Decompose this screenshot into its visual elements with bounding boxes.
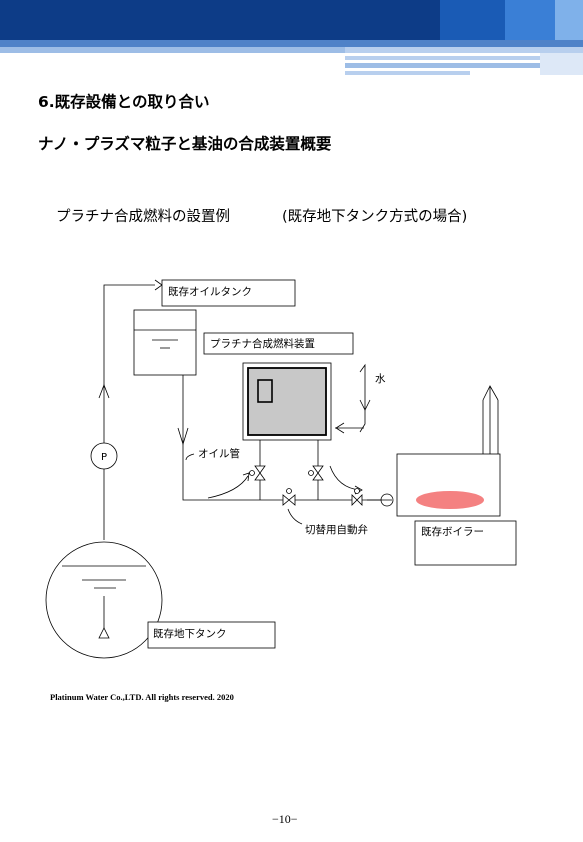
oil-tank-label: 既存オイルタンク <box>168 285 252 298</box>
oil-pipe-label: オイル管 <box>198 447 240 460</box>
copyright-text: Platinum Water Co.,LTD. All rights reser… <box>50 692 234 702</box>
burner-flame <box>416 491 484 509</box>
switch-valve-label: 切替用自動弁 <box>305 523 368 536</box>
water-label: 水 <box>375 373 386 385</box>
header-band <box>0 0 583 75</box>
valve-oil-in <box>254 465 266 481</box>
control-panel <box>257 379 273 403</box>
underground-tank-label: 既存地下タンク <box>153 627 227 640</box>
synthesis-unit-label: プラチナ合成燃料装置 <box>210 337 315 350</box>
boiler-label: 既存ボイラー <box>421 525 484 538</box>
example-note: (既存地下タンク方式の場合) <box>282 209 468 225</box>
diagram-heading: ナノ・プラズマ粒子と基油の合成装置概要 <box>38 135 332 153</box>
piping-diagram: P 既存オイルタンク プラチナ合成燃料装置 水 オイル管 切替用自動弁 既存ボイ… <box>45 279 517 659</box>
section-heading: 6.既存設備との取り合い <box>38 93 210 111</box>
pump <box>90 442 118 470</box>
boiler-body <box>396 453 501 517</box>
supply-pipe <box>103 284 155 540</box>
valve-boiler <box>351 494 363 506</box>
valve-oil-out <box>312 465 324 481</box>
pump-label: P <box>101 452 107 463</box>
example-caption: プラチナ合成燃料の設置例 <box>56 209 230 225</box>
valve-switch <box>282 494 296 506</box>
water-pipe <box>359 363 366 433</box>
page-number: −10− <box>272 812 298 826</box>
underground-tank <box>45 541 163 659</box>
oil-tank <box>133 309 197 376</box>
oil-pipe <box>182 375 392 501</box>
supply-arrow <box>98 383 110 399</box>
